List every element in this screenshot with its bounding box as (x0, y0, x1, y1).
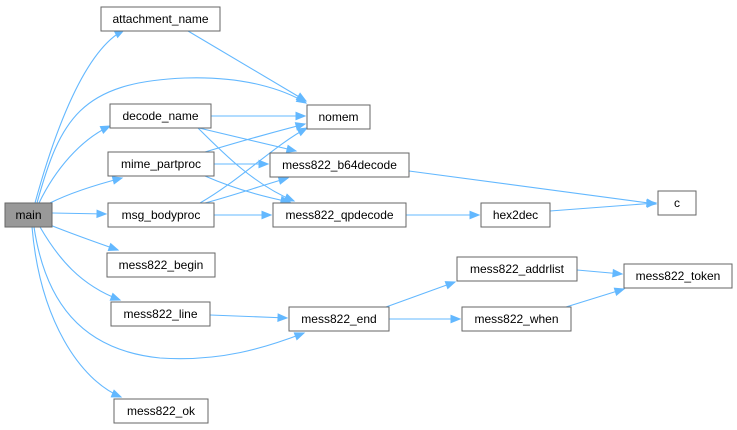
node-label: mess822_begin (119, 258, 204, 272)
arrowhead (612, 268, 624, 278)
node-label: nomem (318, 110, 358, 124)
node-mess822-b64decode[interactable]: mess822_b64decode (269, 152, 410, 178)
node-label: c (674, 196, 680, 210)
arrowhead (277, 313, 289, 322)
arrowhead (107, 242, 120, 251)
edge-main-to-mime-partproc (49, 177, 123, 204)
node-hex2dec[interactable]: hex2dec (480, 202, 551, 228)
edge-main-to-decode-name (38, 125, 111, 204)
arrowhead (110, 389, 123, 398)
node-label: mess822_line (123, 307, 197, 321)
node-mess822-line[interactable]: mess822_line (110, 301, 211, 327)
arrowhead (261, 210, 273, 220)
arrowhead (285, 144, 298, 154)
node-mess822-begin[interactable]: mess822_begin (106, 252, 216, 278)
edge-mess822-end-to-mess822-addrlist (385, 281, 456, 308)
edge-decode-name-to-mess822-qpdecode (197, 127, 295, 202)
arrowhead (646, 199, 658, 209)
node-label: decode_name (122, 109, 198, 123)
node-mess822-qpdecode[interactable]: mess822_qpdecode (272, 202, 407, 228)
edge-main-to-mess822-begin (49, 224, 119, 251)
edge-mess822-when-to-mess822-token (565, 288, 625, 308)
edge-main-to-mess822-line (39, 226, 121, 301)
arrowhead (613, 287, 626, 296)
edge-msg-bodyproc-to-nomem (199, 127, 308, 204)
node-nomem[interactable]: nomem (306, 104, 371, 130)
node-attachment-name[interactable]: attachment_name (100, 6, 221, 32)
edge-main-to-mess822-ok (31, 226, 122, 398)
node-label: mess822_token (636, 269, 721, 283)
node-label: attachment_name (112, 12, 208, 26)
arrowhead (277, 176, 290, 185)
edge-main-to-attachment-name (34, 29, 125, 204)
node-mime-partproc[interactable]: mime_partproc (107, 151, 215, 177)
arrowhead (444, 281, 457, 290)
edges (31, 29, 658, 398)
node-label: msg_bodyproc (122, 208, 201, 222)
arrowhead (96, 209, 108, 219)
arrowhead (294, 122, 307, 131)
node-main[interactable]: main (4, 202, 53, 228)
node-c[interactable]: c (657, 190, 697, 216)
arrowhead (296, 127, 309, 137)
nodes: main attachment_name decode_name mime_pa… (4, 6, 733, 424)
arrowhead (258, 159, 270, 169)
edge-main-to-nomem (36, 77, 307, 204)
node-label: mess822_b64decode (282, 158, 397, 172)
node-msg-bodyproc[interactable]: msg_bodyproc (107, 202, 215, 228)
arrowhead (111, 176, 124, 185)
node-label: hex2dec (493, 208, 538, 222)
arrowhead (109, 292, 122, 301)
node-mess822-ok[interactable]: mess822_ok (113, 398, 209, 424)
arrowhead (469, 210, 481, 220)
edge-mime-partproc-to-mess822-qpdecode (204, 175, 291, 203)
node-mess822-addrlist[interactable]: mess822_addrlist (456, 256, 578, 282)
edge-attachment-name-to-nomem (187, 30, 307, 102)
arrowhead (295, 111, 307, 121)
node-mess822-token[interactable]: mess822_token (623, 263, 733, 289)
node-label: mime_partproc (121, 157, 201, 171)
node-decode-name[interactable]: decode_name (109, 103, 212, 129)
edge-mime-partproc-to-nomem (204, 123, 306, 153)
edge-main-to-mess822-end (33, 226, 305, 360)
edge-mess822-b64decode-to-c (408, 170, 657, 205)
node-label: main (15, 208, 41, 222)
arrowhead (293, 332, 306, 341)
node-label: mess822_addrlist (470, 262, 565, 276)
node-mess822-when[interactable]: mess822_when (461, 306, 572, 332)
node-label: mess822_ok (127, 404, 196, 418)
arrowhead (295, 92, 308, 102)
node-label: mess822_when (474, 312, 558, 326)
arrowhead (450, 314, 462, 324)
edge-mess822-line-to-mess822-end (209, 314, 288, 319)
node-mess822-end[interactable]: mess822_end (288, 306, 390, 332)
arrowhead (99, 125, 112, 134)
node-label: mess822_end (301, 312, 376, 326)
node-label: mess822_qpdecode (285, 208, 393, 222)
edge-hex2dec-to-c (549, 202, 657, 212)
